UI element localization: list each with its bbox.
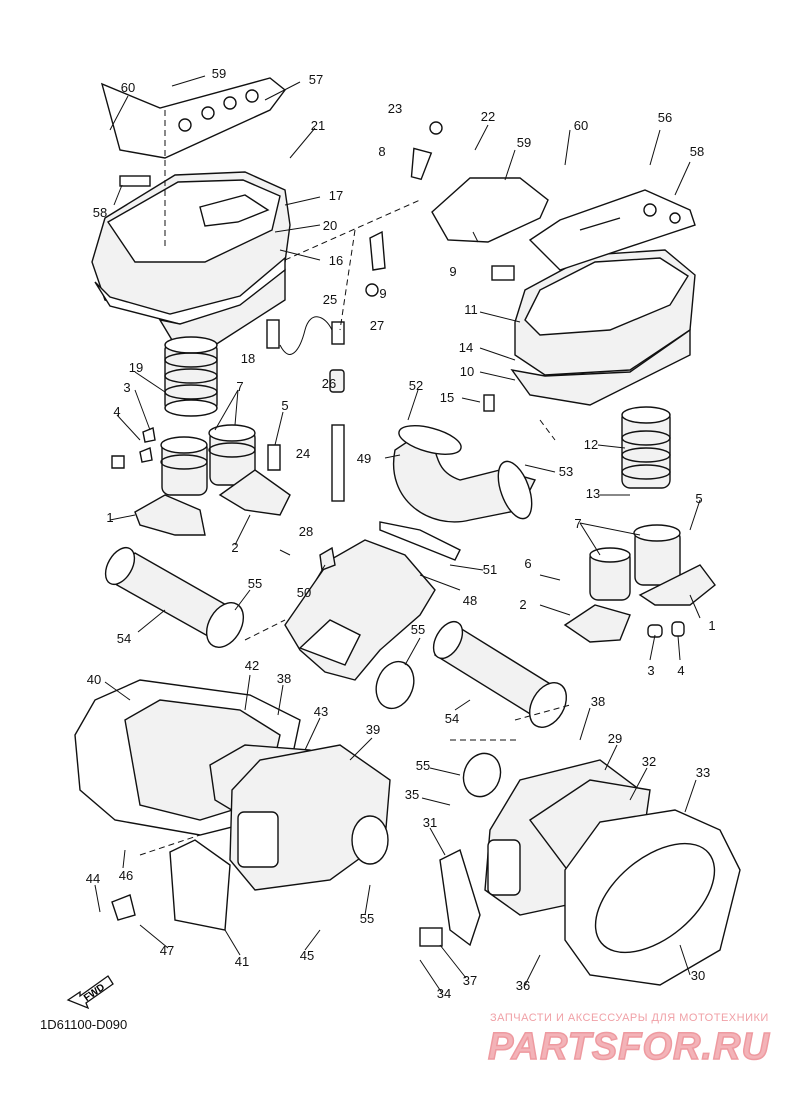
callout-31: 31 [423, 815, 437, 830]
callout-8: 8 [378, 144, 385, 159]
callout-12: 12 [584, 437, 598, 452]
callout-5: 5 [281, 398, 288, 413]
leader-lines [94, 75, 701, 994]
callout-56: 56 [658, 110, 672, 125]
callout-47: 47 [160, 943, 174, 958]
callout-4: 4 [677, 663, 684, 678]
right-intake-boots [563, 524, 716, 643]
callout-21: 21 [311, 118, 325, 133]
callout-2: 2 [519, 597, 526, 612]
callout-11: 11 [464, 302, 478, 317]
callout-55: 55 [416, 758, 430, 773]
callout-28: 28 [299, 524, 313, 539]
callout-2: 2 [231, 540, 238, 555]
callout-7: 7 [574, 516, 581, 531]
callout-19: 19 [129, 360, 143, 375]
callout-27: 27 [370, 318, 384, 333]
callout-39: 39 [366, 722, 380, 737]
left-filter-box [74, 679, 391, 931]
callout-30: 30 [691, 968, 705, 983]
callout-42: 42 [245, 658, 259, 673]
left-airbox-assembly [91, 77, 291, 346]
snorkel-tubes [104, 546, 568, 798]
callout-3: 3 [647, 663, 654, 678]
callout-43: 43 [314, 704, 328, 719]
callout-38: 38 [591, 694, 605, 709]
callout-53: 53 [559, 464, 573, 479]
right-filter-box [419, 759, 741, 986]
callout-40: 40 [87, 672, 101, 687]
center-duct [284, 539, 436, 681]
callout-51: 51 [483, 562, 497, 577]
callout-14: 14 [459, 340, 473, 355]
callout-44: 44 [86, 871, 100, 886]
callout-59: 59 [212, 66, 226, 81]
left-intake-boots [111, 336, 291, 536]
callout-49: 49 [357, 451, 371, 466]
callout-59: 59 [517, 135, 531, 150]
callout-50: 50 [297, 585, 311, 600]
callout-4: 4 [113, 404, 120, 419]
fwd-arrow [66, 975, 114, 1010]
callout-57: 57 [309, 72, 323, 87]
callout-7: 7 [236, 379, 243, 394]
callout-5: 5 [695, 491, 702, 506]
callout-26: 26 [322, 376, 336, 391]
callout-6: 6 [524, 556, 531, 571]
callout-54: 54 [445, 711, 459, 726]
callout-10: 10 [460, 364, 474, 379]
callout-48: 48 [463, 593, 477, 608]
callout-35: 35 [405, 787, 419, 802]
callout-55: 55 [360, 911, 374, 926]
callout-20: 20 [323, 218, 337, 233]
callout-15: 15 [440, 390, 454, 405]
callout-25: 25 [323, 292, 337, 307]
callout-9: 9 [449, 264, 456, 279]
callout-1: 1 [106, 510, 113, 525]
callout-58: 58 [93, 205, 107, 220]
diagram-code: 1D61100-D090 [40, 1017, 128, 1032]
callout-54: 54 [117, 631, 131, 646]
callout-3: 3 [123, 380, 130, 395]
callout-60: 60 [574, 118, 588, 133]
callout-46: 46 [119, 868, 133, 883]
callout-29: 29 [608, 731, 622, 746]
callout-37: 37 [463, 973, 477, 988]
intake-duct [379, 425, 537, 561]
callout-18: 18 [241, 351, 255, 366]
callout-9: 9 [379, 286, 386, 301]
callout-41: 41 [235, 954, 249, 969]
callout-52: 52 [409, 378, 423, 393]
callout-32: 32 [642, 754, 656, 769]
watermark-subtitle: ЗАПЧАСТИ И АКСЕССУАРЫ ДЛЯ МОТОТЕХНИКИ [490, 1012, 769, 1024]
callout-45: 45 [300, 948, 314, 963]
callout-23: 23 [388, 101, 402, 116]
callout-34: 34 [437, 986, 451, 1001]
watermark-logo: PARTSFOR.RU [487, 1025, 770, 1069]
callout-1: 1 [708, 618, 715, 633]
callout-58: 58 [690, 144, 704, 159]
callout-13: 13 [586, 486, 600, 501]
callout-55: 55 [411, 622, 425, 637]
callout-38: 38 [277, 671, 291, 686]
callout-55: 55 [248, 576, 262, 591]
right-airbox-assembly [431, 177, 696, 489]
callout-36: 36 [516, 978, 530, 993]
dashed-guides [139, 110, 571, 856]
callout-16: 16 [329, 253, 343, 268]
callout-33: 33 [696, 765, 710, 780]
callout-24: 24 [296, 446, 310, 461]
callout-17: 17 [329, 188, 343, 203]
callout-22: 22 [481, 109, 495, 124]
breather-hoses [266, 121, 443, 502]
callout-60: 60 [121, 80, 135, 95]
